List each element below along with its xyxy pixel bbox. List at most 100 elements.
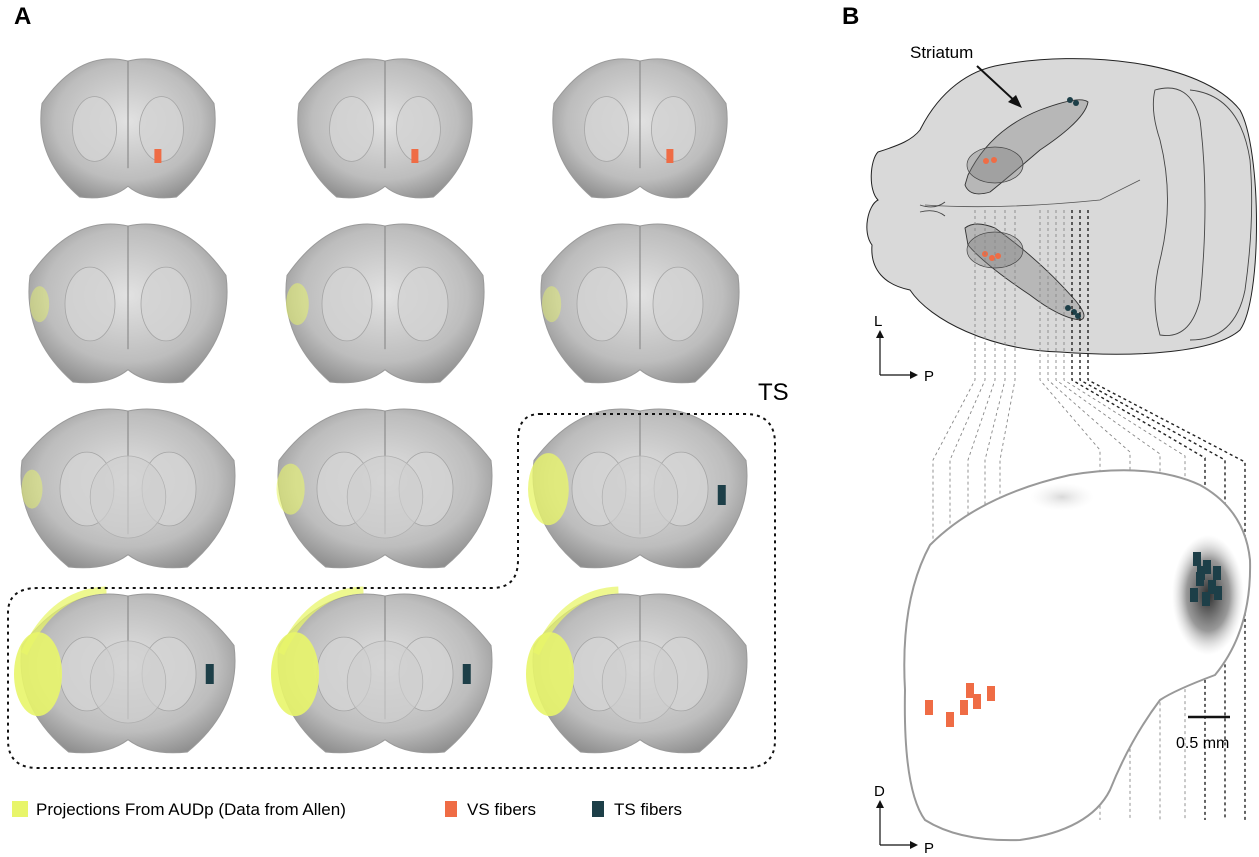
- coronal-sections-grid: [14, 58, 748, 754]
- projection-band: [532, 586, 619, 656]
- section-inner-right: [397, 266, 449, 342]
- section-inner-left: [321, 266, 373, 342]
- legend-ts-label: TS fibers: [614, 800, 682, 819]
- projection-band: [20, 586, 107, 656]
- sagittal-striatum: [903, 469, 1252, 842]
- projection-line: [1039, 210, 1101, 820]
- ts-fiber-marker: [205, 664, 214, 684]
- section-thalamus: [601, 455, 679, 539]
- vs-fiber-marker: [973, 694, 981, 709]
- vs-fiber-dot: [983, 158, 989, 164]
- projection-region: [542, 286, 562, 323]
- legend-vs-swatch: [445, 801, 457, 817]
- section-inner-right: [652, 266, 704, 342]
- vs-fiber-marker: [966, 683, 974, 698]
- coronal-section: [526, 586, 748, 754]
- sagittal-striatum-outline: [903, 469, 1252, 842]
- ts-fiber-dot: [1067, 97, 1073, 103]
- legend-projection-label: Projections From AUDp (Data from Allen): [36, 800, 346, 819]
- dorsal-midline: [924, 179, 1141, 208]
- ts-fiber-marker: [462, 664, 471, 684]
- dorsal-brain-outline: [866, 58, 1257, 355]
- ts-fiber-marker: [1197, 566, 1205, 580]
- orientation-axis-bottom: D P: [874, 783, 934, 857]
- projection-region: [21, 469, 43, 509]
- section-inner-right: [139, 96, 184, 162]
- ts-fiber-marker: [1208, 580, 1216, 594]
- coronal-section: [14, 586, 236, 754]
- section-thalamus: [346, 455, 424, 539]
- projection-region: [528, 453, 569, 526]
- axis-top-horizontal-label: P: [924, 368, 934, 385]
- projection-region: [271, 632, 319, 717]
- ts-fiber-marker: [1213, 566, 1221, 580]
- projection-line: [1087, 210, 1246, 820]
- coronal-section: [540, 223, 740, 384]
- section-inner-left: [584, 96, 629, 162]
- coronal-section: [28, 223, 228, 384]
- vs-fiber-marker: [960, 700, 968, 715]
- dorsal-brain-view: Striatum: [866, 43, 1257, 355]
- ts-fiber-dot: [1065, 305, 1071, 311]
- vs-fiber-dot: [995, 253, 1001, 259]
- ts-group-outline: [7, 413, 776, 769]
- vs-fiber-dot: [989, 255, 995, 261]
- coronal-section: [40, 58, 216, 199]
- scale-bar-label: 0.5 mm: [1176, 735, 1229, 752]
- projection-region: [526, 632, 574, 717]
- panel-a-label: A: [14, 3, 31, 30]
- vs-fiber-dot: [991, 157, 997, 163]
- projection-line: [1079, 210, 1226, 820]
- coronal-section: [20, 408, 236, 569]
- ts-fiber-marker: [1193, 552, 1201, 566]
- vs-fiber-marker: [987, 686, 995, 701]
- coronal-section: [552, 58, 728, 199]
- section-inner-left: [576, 266, 628, 342]
- olfactory-notch: [919, 201, 946, 217]
- ts-fiber-marker: [1190, 588, 1198, 602]
- legend-vs-label: VS fibers: [467, 800, 536, 819]
- striatum-arrow: [976, 65, 1019, 105]
- section-inner-right: [396, 96, 441, 162]
- axis-bottom-horizontal-label: P: [924, 840, 934, 857]
- cerebellum-outline: [1152, 87, 1206, 337]
- legend: Projections From AUDp (Data from Allen) …: [12, 800, 682, 819]
- ts-fiber-marker: [1214, 586, 1222, 600]
- vs-fiber-marker: [154, 149, 162, 163]
- coronal-section: [528, 408, 748, 569]
- striatum-lower-inner: [966, 231, 1024, 269]
- vs-fiber-marker: [411, 149, 419, 163]
- orientation-axis-top: L P: [874, 313, 934, 385]
- projection-line: [949, 210, 986, 820]
- legend-ts-swatch: [592, 801, 604, 817]
- legend-projection-swatch: [12, 801, 28, 817]
- striatum-upper-inner: [966, 146, 1024, 184]
- projection-region: [29, 286, 50, 323]
- section-thalamus: [346, 640, 424, 724]
- section-inner-right: [140, 266, 192, 342]
- sagittal-fibers: [925, 552, 1222, 727]
- hindbrain-outline: [1189, 89, 1253, 341]
- section-inner-left: [72, 96, 117, 162]
- vs-fiber-marker: [925, 700, 933, 715]
- faint-density: [1030, 483, 1094, 511]
- section-inner-left: [329, 96, 374, 162]
- section-inner-left: [64, 266, 116, 342]
- striatum-upper: [964, 99, 1089, 195]
- section-thalamus: [89, 455, 167, 539]
- projection-region: [276, 463, 305, 515]
- section-inner-right: [651, 96, 696, 162]
- section-thalamus: [601, 640, 679, 724]
- vs-fiber-marker: [666, 149, 674, 163]
- projection-band: [277, 586, 364, 656]
- panel-b-label: B: [842, 3, 859, 30]
- ts-fiber-marker: [717, 485, 726, 505]
- coronal-section: [271, 586, 493, 754]
- projection-region: [14, 632, 62, 717]
- coronal-section: [276, 408, 493, 569]
- coronal-section: [297, 58, 473, 199]
- striatum-label: Striatum: [910, 43, 973, 62]
- axis-top-vertical-label: L: [874, 313, 882, 330]
- striatum-arrowhead: [1008, 95, 1022, 108]
